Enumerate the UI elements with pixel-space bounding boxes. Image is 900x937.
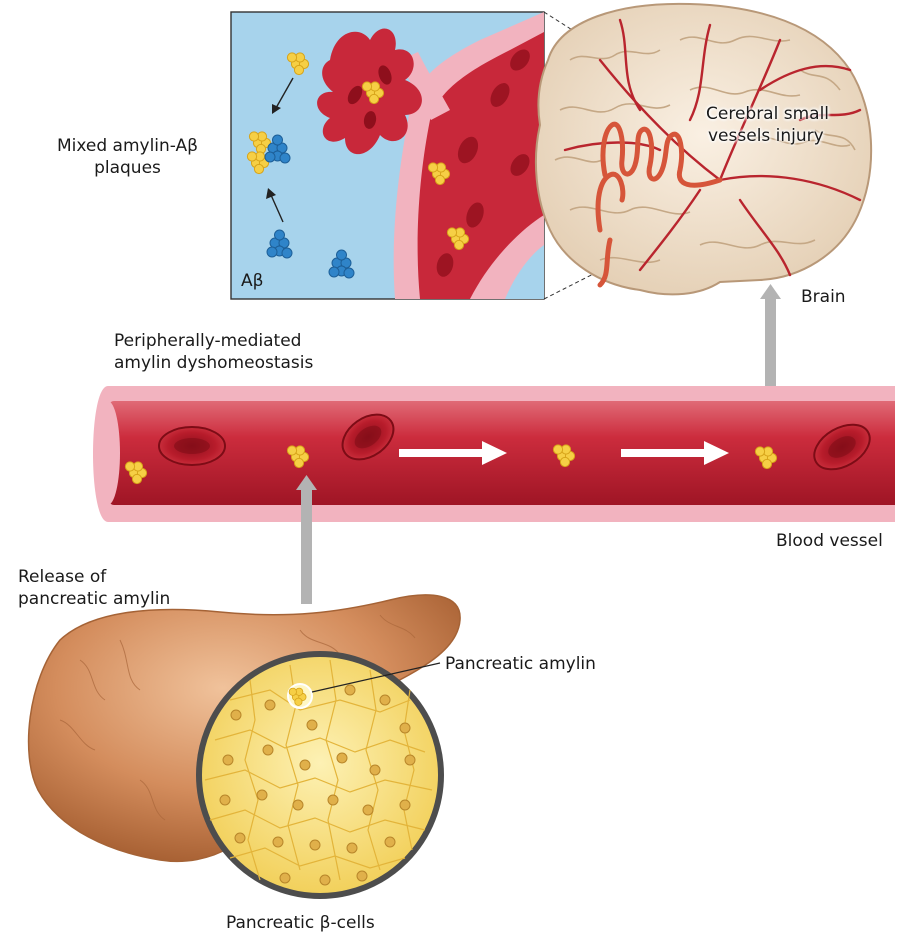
- brain-label: Brain: [801, 286, 846, 308]
- release-label: Release of pancreatic amylin: [18, 566, 170, 610]
- peripheral-label: Peripherally-mediated amylin dyshomeosta…: [114, 330, 313, 374]
- cerebral-vessels-label: Cerebral small vessels injury: [706, 103, 829, 147]
- blood-vessel: [93, 386, 895, 522]
- abeta-label: Aβ: [241, 270, 263, 292]
- release-line2: pancreatic amylin: [18, 588, 170, 610]
- beta-cells-label: Pancreatic β-cells: [226, 912, 375, 934]
- cerebral-line1: Cerebral small: [706, 103, 829, 125]
- peripheral-line1: Peripherally-mediated: [114, 330, 313, 352]
- blood-vessel-label: Blood vessel: [776, 530, 883, 552]
- mixed-plaques-line1: Mixed amylin-Aβ: [30, 135, 225, 157]
- release-line1: Release of: [18, 566, 170, 588]
- cerebral-line2: vessels injury: [708, 125, 829, 147]
- inset-panel: [231, 12, 544, 299]
- pancreatic-amylin-label: Pancreatic amylin: [445, 653, 596, 675]
- mixed-plaques-label: Mixed amylin-Aβ plaques: [30, 135, 225, 179]
- brain-illustration: [536, 4, 871, 295]
- beta-cells-magnification: [199, 654, 441, 896]
- mixed-plaques-line2: plaques: [30, 157, 225, 179]
- peripheral-line2: amylin dyshomeostasis: [114, 352, 313, 374]
